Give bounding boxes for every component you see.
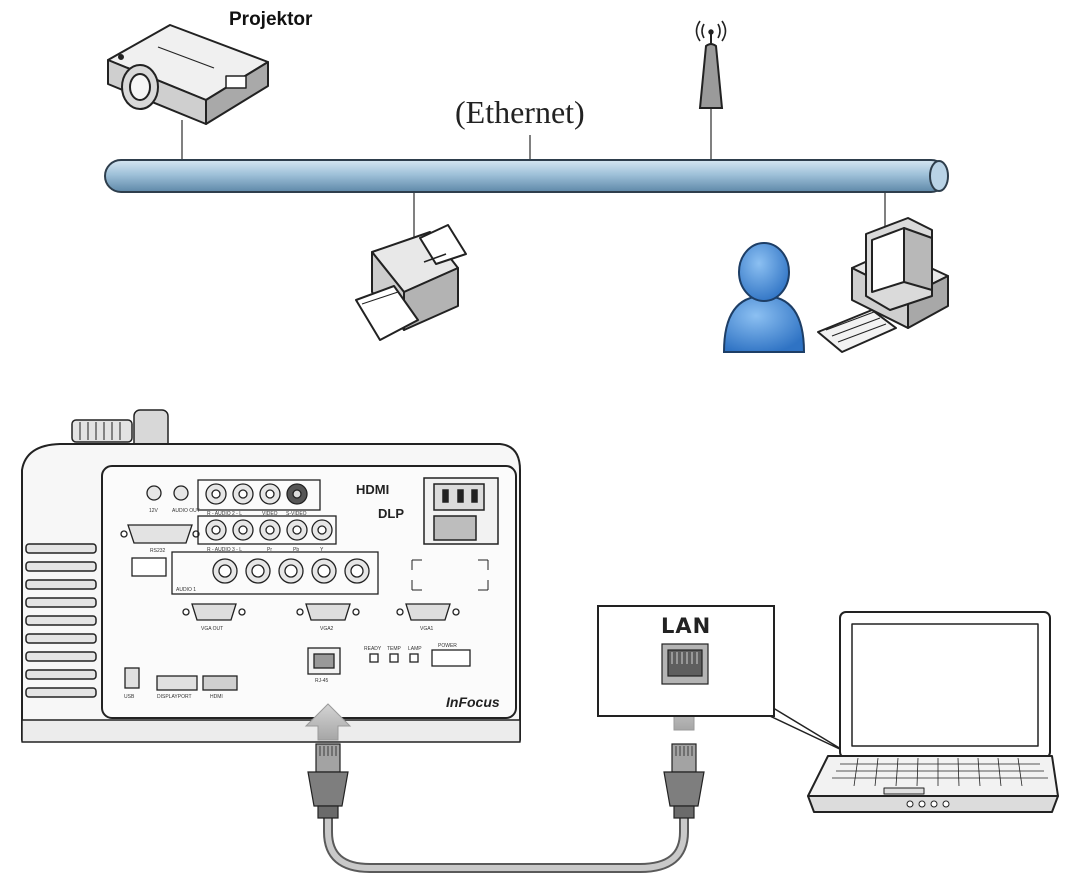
antenna-icon [697, 21, 726, 108]
label-audio-out: AUDIO OUT [172, 508, 200, 514]
label-power: POWER [438, 643, 457, 649]
vga-ports [183, 604, 459, 620]
laptop-icon [808, 612, 1058, 812]
ethernet-label: (Ethernet) [455, 94, 585, 130]
rs232-port [121, 525, 199, 543]
label-usb: USB [124, 694, 135, 700]
ethernet-bus [105, 160, 948, 192]
label-lamp: LAMP [408, 646, 422, 652]
label-vga2: VGA2 [320, 626, 334, 632]
power-inlet [424, 478, 498, 544]
brand-logo: InFocus [446, 694, 500, 710]
label-rj45: RJ-45 [315, 678, 329, 684]
rj45-plug-left [308, 744, 348, 818]
desktop-computer-icon [818, 218, 948, 352]
label-12v: 12V [149, 508, 159, 514]
dlp-logo: DLP [378, 506, 404, 521]
label-hdmi-port: HDMI [210, 694, 223, 700]
hdmi-logo: HDMI [356, 482, 389, 497]
projector-label: Projektor [229, 9, 313, 30]
printer-icon [356, 225, 466, 340]
label-displayport: DISPLAYPORT [157, 694, 192, 700]
label-ready: READY [364, 646, 382, 652]
rj45-plug-right [664, 744, 704, 818]
user-icon [724, 243, 804, 352]
lan-port-icon [662, 644, 708, 684]
label-vga-out: VGA OUT [201, 626, 223, 632]
lan-label: LAN [661, 614, 711, 638]
projector-rear-body [22, 410, 520, 742]
label-vga1: VGA1 [420, 626, 434, 632]
label-rs232: RS232 [150, 548, 166, 554]
lan-callout [598, 606, 846, 752]
label-temp: TEMP [387, 646, 402, 652]
ethernet-cable [328, 815, 684, 868]
label-audio-1: AUDIO 1 [176, 587, 196, 593]
projector-icon [108, 25, 268, 124]
